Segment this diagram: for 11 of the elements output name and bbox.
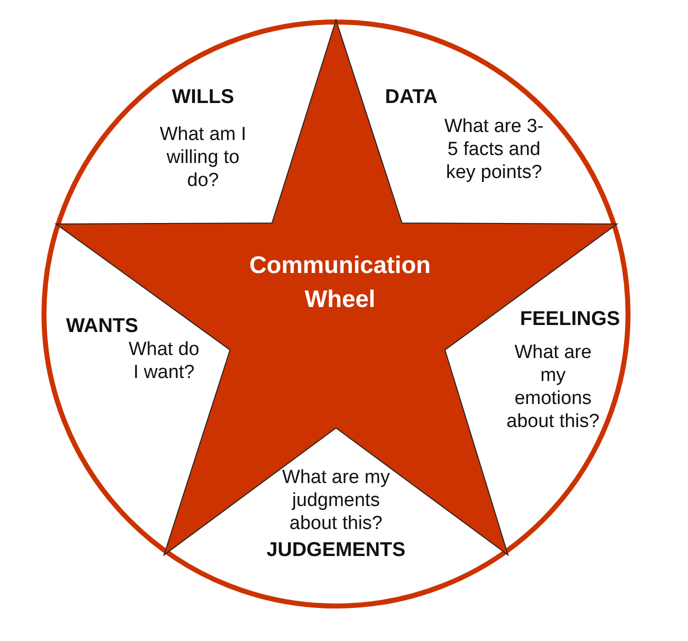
wheel-title: Communication Wheel	[248, 251, 432, 315]
section-heading: DATA	[384, 86, 439, 109]
section-question: What are my judgments about this?	[281, 466, 391, 535]
section-heading: WANTS	[66, 315, 140, 338]
section-question: What are my emotions about this?	[506, 341, 600, 433]
section-question: What are 3-5 facts and key points?	[443, 115, 545, 184]
section-question: What am I willing to do?	[158, 123, 248, 192]
section-question: What do I want?	[128, 338, 200, 384]
section-heading: WILLS	[170, 86, 236, 109]
section-heading: JUDGEMENTS	[266, 539, 406, 562]
section-heading: FEELINGS	[518, 308, 620, 331]
